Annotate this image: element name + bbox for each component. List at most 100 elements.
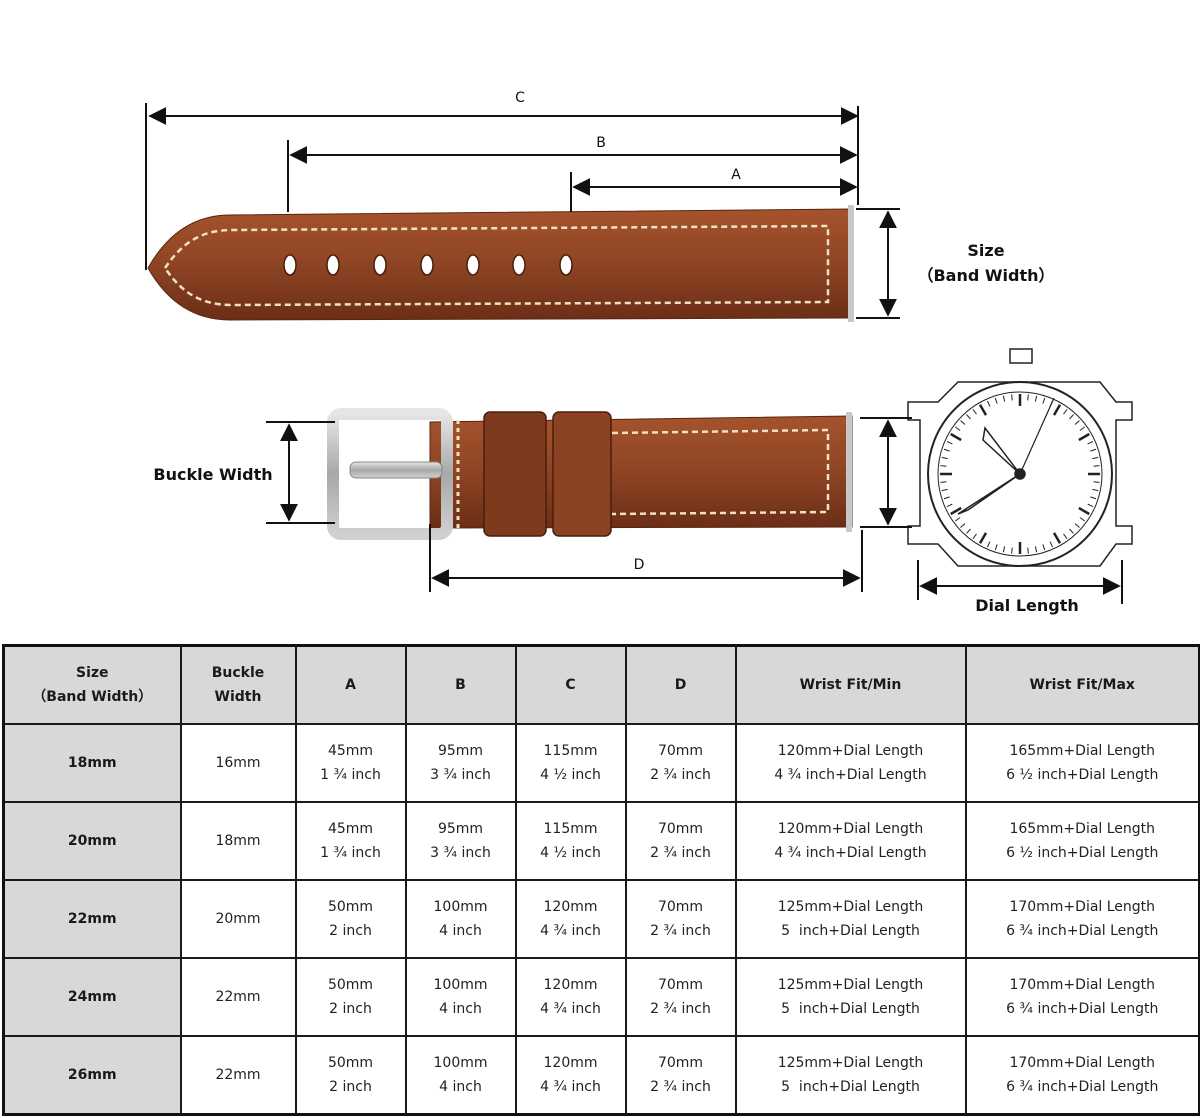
dimension-d: D [429, 524, 863, 592]
dial-tick [1063, 533, 1068, 540]
dial-tick [950, 432, 962, 442]
cell-buckle: 22mm [179, 1035, 297, 1116]
dial-tick [941, 488, 948, 492]
dial-tick [1042, 544, 1046, 551]
dimension-buckle-width: Buckle Width [153, 421, 335, 524]
long-strap-stitching [163, 224, 830, 307]
cell-buckle: 22mm [179, 957, 297, 1038]
dial-ticks [940, 394, 1100, 554]
dial-tick [1052, 404, 1062, 416]
buckle-frame [327, 408, 453, 540]
dial-tick [1027, 394, 1029, 401]
dial-tick [978, 404, 988, 416]
dial-tick [1052, 532, 1062, 544]
dial-tick [1011, 394, 1013, 401]
label-size: Size [967, 241, 1004, 260]
buckle-strap [429, 411, 853, 537]
cell-size: 18mm [2, 722, 182, 804]
header-c: C [514, 644, 627, 725]
dial-tick [987, 400, 991, 407]
buckle [327, 408, 453, 540]
label-buckle-width: Buckle Width [153, 465, 272, 484]
dial-tick [1027, 547, 1029, 554]
strap-holes [283, 254, 573, 276]
dial-tick [1093, 465, 1100, 467]
strap-dimension-diagram: C B A Size （Band Width） [145, 90, 1133, 615]
cell-size: 26mm [2, 1035, 182, 1116]
dimension-c: C [145, 90, 859, 270]
dial-tick [1034, 395, 1038, 402]
dial-tick [950, 506, 962, 516]
dial-tick [1090, 496, 1097, 500]
header-wrist-fit-max: Wrist Fit/Max [964, 644, 1200, 725]
header-wrist-fit-min: Wrist Fit/Min [734, 644, 967, 725]
dial-tick [946, 441, 953, 445]
watch-outline [907, 348, 1133, 567]
dial-tick [994, 544, 998, 551]
dial-tick [940, 465, 947, 467]
cell-buckle: 16mm [179, 722, 297, 804]
dial-tick [1034, 546, 1038, 553]
dial-tick [960, 523, 966, 528]
spring-bar-buckle [846, 412, 852, 532]
header-d: D [624, 644, 737, 725]
dial-tick [940, 481, 947, 483]
dial-tick [1002, 546, 1006, 553]
dimension-size: Size （Band Width） [856, 208, 1055, 319]
dial-tick [1002, 395, 1006, 402]
spring-bar [848, 205, 854, 322]
dial-tick [994, 397, 998, 404]
dial-tick [1079, 517, 1086, 522]
minute-hand [957, 473, 1021, 515]
dial-tick [1090, 448, 1097, 452]
cell-buckle: 20mm [179, 879, 297, 960]
dial-tick [1011, 547, 1013, 554]
dial-tick [943, 448, 950, 452]
dial-tick [954, 517, 961, 522]
dial-tick [1079, 426, 1086, 431]
dial-tick [946, 503, 953, 507]
dial-tick [960, 420, 966, 425]
dimension-b: B [287, 135, 858, 212]
dial-tick [943, 496, 950, 500]
dial-tick [1078, 506, 1090, 516]
label-d: D [634, 557, 645, 573]
dial-tick [1063, 408, 1068, 415]
label-c: C [515, 90, 525, 106]
dial-tick [1087, 441, 1094, 445]
buckle-tongue [349, 461, 443, 479]
dial-tick [978, 532, 988, 544]
cell-buckle: 18mm [179, 801, 297, 882]
dial-tick [1093, 481, 1100, 483]
dial-tick [1074, 523, 1080, 528]
dial-tick [1069, 414, 1074, 420]
dial-tick [966, 414, 971, 420]
dial-tick [1042, 397, 1046, 404]
dimension-strap-thickness [860, 417, 912, 528]
dial-tick [954, 426, 961, 431]
